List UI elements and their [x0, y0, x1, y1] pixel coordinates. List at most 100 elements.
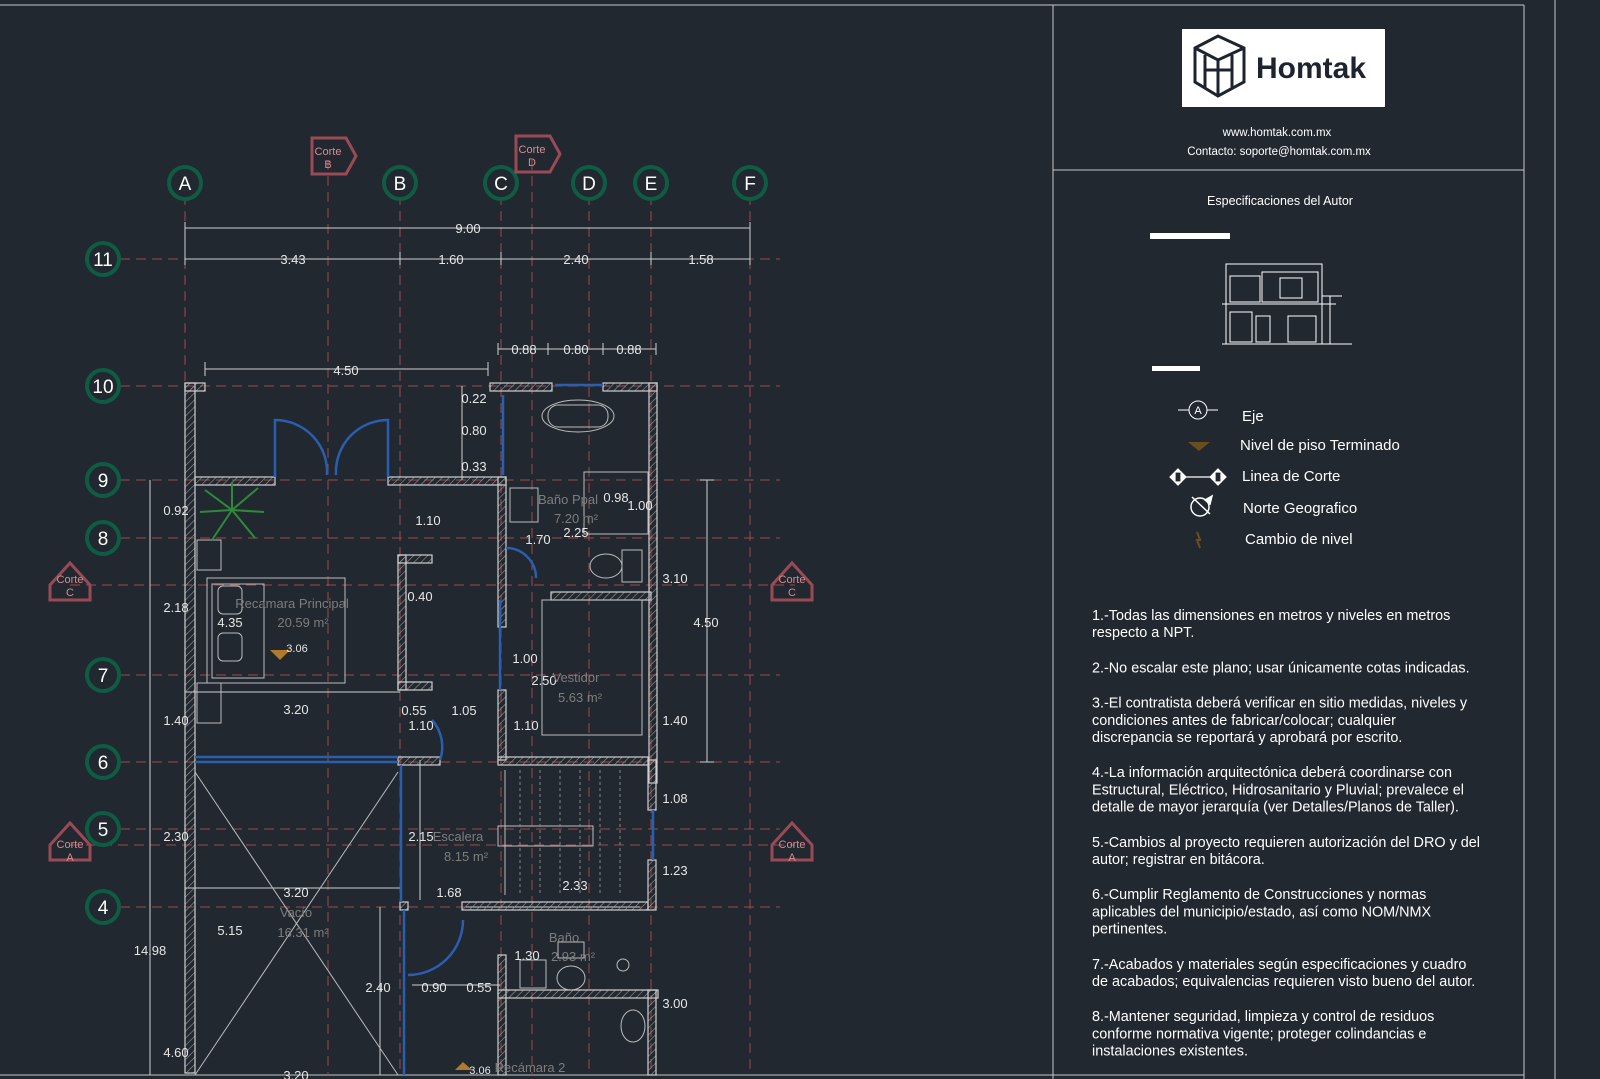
level-marker-icon	[270, 650, 472, 1070]
svg-text:0.40: 0.40	[407, 589, 432, 604]
svg-text:3.20: 3.20	[283, 885, 308, 900]
svg-text:2.25: 2.25	[563, 525, 588, 540]
svg-text:Nivel de piso Terminado: Nivel de piso Terminado	[1240, 437, 1400, 454]
walls	[184, 382, 659, 1076]
grid-label-c: C	[494, 174, 508, 195]
grid-label-e: E	[645, 174, 658, 195]
svg-text:2.33: 2.33	[562, 878, 587, 893]
svg-text:1.08: 1.08	[662, 791, 687, 806]
grid-bubbles-letters: A B C D E F	[167, 165, 768, 201]
svg-text:Norte Geografico: Norte Geografico	[1243, 500, 1357, 517]
room-bano-ppal: Baño Ppal	[538, 492, 598, 507]
svg-text:0.22: 0.22	[461, 391, 486, 406]
svg-text:1.00: 1.00	[627, 498, 652, 513]
grid-label-a: A	[179, 174, 192, 195]
grid-label-6: 6	[98, 753, 109, 774]
room-recamara-2: Recámara 2	[495, 1060, 566, 1075]
svg-text:1.68: 1.68	[436, 885, 461, 900]
svg-text:3.43: 3.43	[280, 252, 305, 267]
title-block: Homtak www.homtak.com.mx Contacto: sopor…	[1092, 29, 1480, 1060]
svg-text:Linea de Corte: Linea de Corte	[1242, 468, 1340, 485]
note-8-line-1: 8.-Mantener seguridad, limpieza y contro…	[1092, 1009, 1434, 1025]
note-2-line-1: 2.-No escalar este plano; usar únicament…	[1092, 660, 1470, 676]
note-7-line-1: 7.-Acabados y materiales según especific…	[1092, 957, 1466, 973]
grid-label-8: 8	[98, 529, 109, 550]
note-1-line-1: 1.-Todas las dimensiones en metros y niv…	[1092, 608, 1450, 624]
grid-label-11: 11	[93, 250, 113, 271]
svg-text:4.50: 4.50	[693, 615, 718, 630]
note-4-line-3: detalle de mayor jerarquía (ver Detalles…	[1092, 800, 1459, 816]
svg-text:1.40: 1.40	[662, 713, 687, 728]
dimension-lines	[149, 222, 751, 1075]
note-8-line-2: conforme normativa vigente; proteger col…	[1092, 1026, 1426, 1042]
svg-text:1.23: 1.23	[662, 863, 687, 878]
svg-text:3.10: 3.10	[662, 571, 687, 586]
svg-text:0.55: 0.55	[466, 980, 491, 995]
axis-bubble-icon: A	[1178, 400, 1218, 420]
svg-text:5.15: 5.15	[217, 923, 242, 938]
svg-text:0.33: 0.33	[461, 459, 486, 474]
svg-text:1.10: 1.10	[408, 718, 433, 733]
svg-text:A: A	[66, 852, 74, 864]
plant-icon	[199, 482, 265, 541]
svg-text:Corte: Corte	[57, 574, 84, 586]
grid-label-9: 9	[98, 471, 109, 492]
svg-text:A: A	[788, 852, 796, 864]
svg-text:4.35: 4.35	[217, 615, 242, 630]
section-marker-a-right[interactable]: Corte A	[770, 820, 814, 864]
grid-label-7: 7	[98, 666, 109, 687]
spec-title: Especificaciones del Autor	[1207, 194, 1353, 208]
svg-text:Corte: Corte	[57, 839, 84, 851]
website: www.homtak.com.mx	[1222, 127, 1332, 139]
grid-label-b: B	[394, 174, 407, 195]
note-5-line-1: 5.-Cambios al proyecto requieren autoriz…	[1092, 835, 1480, 851]
room-escalera-area: 8.15 m²	[444, 849, 489, 864]
section-marker-b[interactable]: Corte B	[310, 136, 358, 176]
room-escalera: Escalera	[433, 829, 484, 844]
svg-text:1.60: 1.60	[438, 252, 463, 267]
svg-text:3.06: 3.06	[469, 1065, 490, 1077]
room-recamara-principal-area: 20.59 m²	[277, 615, 329, 630]
svg-text:D: D	[528, 157, 536, 169]
grid-label-f: F	[744, 174, 756, 195]
windows-and-rails	[195, 383, 655, 1075]
svg-text:2.40: 2.40	[563, 252, 588, 267]
room-vestidor-area: 5.63 m²	[558, 690, 603, 705]
note-3-line-3: discrepancia se reportará y aprobará por…	[1092, 730, 1402, 746]
section-marker-c-right[interactable]: Corte C	[770, 560, 814, 602]
svg-text:14.98: 14.98	[134, 943, 167, 958]
facade-thumbnail	[1222, 263, 1352, 345]
room-bano-area: 2.93 m²	[551, 949, 596, 964]
section-marker-a-left[interactable]: Corte A	[48, 820, 92, 864]
legend: A Eje Nivel de piso Terminado Linea de C…	[1169, 400, 1400, 549]
brand-name: Homtak	[1256, 52, 1366, 85]
svg-text:3.00: 3.00	[662, 996, 687, 1011]
svg-text:2.50: 2.50	[531, 673, 556, 688]
grid-label-4: 4	[98, 898, 109, 919]
section-marker-c-left[interactable]: Corte C	[48, 560, 92, 602]
svg-text:Corte: Corte	[315, 146, 342, 158]
room-vacio-area: 16.31 m²	[277, 925, 329, 940]
svg-text:1.00: 1.00	[512, 651, 537, 666]
svg-text:4.60: 4.60	[163, 1045, 188, 1060]
svg-text:0.80: 0.80	[563, 342, 588, 357]
section-marker-d[interactable]: Corte D	[514, 134, 562, 174]
room-vacio: Vacío	[280, 905, 312, 920]
svg-text:1.40: 1.40	[163, 713, 188, 728]
svg-text:0.88: 0.88	[511, 342, 536, 357]
svg-text:1.30: 1.30	[514, 948, 539, 963]
level-change-icon	[1195, 531, 1202, 549]
svg-text:Eje: Eje	[1242, 408, 1264, 425]
north-arrow-icon	[1190, 494, 1214, 517]
svg-text:0.92: 0.92	[163, 503, 188, 518]
section-line-icon	[1169, 468, 1227, 486]
homtak-logo-icon	[1193, 34, 1246, 98]
svg-text:B: B	[324, 159, 331, 171]
svg-text:0.90: 0.90	[421, 980, 446, 995]
svg-text:0.88: 0.88	[616, 342, 641, 357]
room-bano: Baño	[549, 930, 579, 945]
svg-text:0.98: 0.98	[603, 490, 628, 505]
section-markers[interactable]: Corte B Corte D Corte C Corte C Corte A …	[48, 134, 814, 864]
